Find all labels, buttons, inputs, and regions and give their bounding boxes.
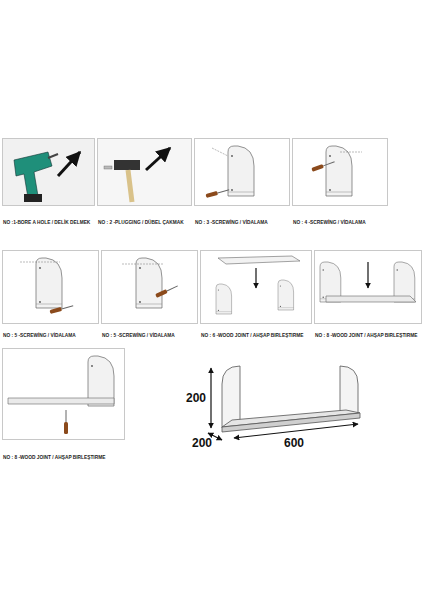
side-panel [136,258,162,308]
guide-line [212,148,228,156]
dimension-label: 600 [284,436,304,450]
dowel [104,166,112,169]
step-panel: NO : 8 -WOOD JOINT / AHŞAP BIRLEŞTIRME [314,250,422,324]
photo-background [98,139,191,205]
step-panel: NO :1-BORE A HOLE / DELİK DELMEK [2,138,95,206]
direction-arrow [367,262,368,288]
shelf-board [218,256,300,264]
shelf-edge [222,413,360,432]
dimension-line [210,368,211,428]
step-panel: NO : 6 -WOOD JOINT / AHŞAP BIRLEŞTIRME [200,250,312,324]
screwdriver [49,304,73,314]
screwdriver [205,188,229,198]
dimension-line [234,424,358,438]
step-panel: NO : 5 -SCREWİNG / VİDALAMA [101,250,198,324]
shelf-board [8,398,114,404]
step-panel: NO : 3 -SCREWİNG / VİDALAMA [194,138,290,206]
step-caption: NO : 5 -SCREWİNG / VİDALAMA [102,333,203,339]
hammer-handle [128,170,132,202]
step-caption: NO : 8 -WOOD JOINT / AHŞAP BIRLEŞTIRME [3,455,130,461]
direction-arrow [58,152,80,176]
side-panel [216,284,232,314]
screwdriver [311,160,335,172]
drill-body [14,152,52,198]
screwdriver [64,410,68,434]
end-panel [222,366,240,428]
side-panel [278,280,294,310]
step-panel: NO : 4 -SCREWİNG / VİDALAMA [292,138,388,206]
step-caption: NO : 4 -SCREWİNG / VİDALAMA [293,220,393,226]
guide-line [340,152,362,153]
side-panel [36,258,62,308]
step-panel: NO : 2 -PLUGGING / DÜBEL ÇAKMAK [97,138,192,206]
step-caption: NO : 8 -WOOD JOINT / AHŞAP BIRLEŞTIRME [315,333,424,339]
step-caption: NO : 2 -PLUGGING / DÜBEL ÇAKMAK [98,220,197,226]
shelf-board [326,296,416,302]
step-panel: NO : 8 -WOOD JOINT / AHŞAP BIRLEŞTIRME [2,348,125,440]
dimension-label: 200 [192,436,212,450]
step-caption: NO : 6 -WOOD JOINT / AHŞAP BIRLEŞTIRME [201,333,317,339]
screwdriver [155,284,178,298]
step-panel: NO : 5 -SCREWİNG / VİDALAMA [2,250,99,324]
drill-battery [24,194,42,202]
direction-arrow [146,148,170,170]
photo-background [3,139,94,205]
guide-line [20,262,60,263]
hammer-head [114,160,140,170]
step-caption: NO : 5 -SCREWİNG / VİDALAMA [3,333,104,339]
drill-bit [48,154,58,158]
guide-line [122,264,164,265]
side-panel [228,146,254,196]
side-panel [326,146,352,196]
direction-arrow [255,268,256,288]
step-caption: NO :1-BORE A HOLE / DELİK DELMEK [3,220,100,226]
dimension-label: 200 [186,391,206,405]
step-caption: NO : 3 -SCREWİNG / VİDALAMA [195,220,295,226]
